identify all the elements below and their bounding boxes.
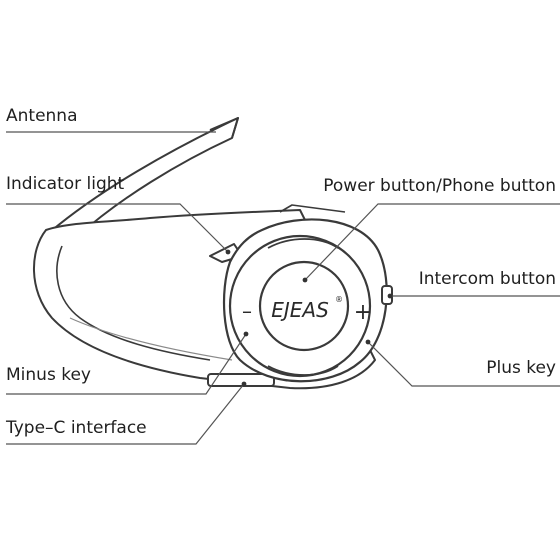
label-type-c-interface: Type–C interface bbox=[6, 418, 147, 438]
leader-power-button bbox=[304, 203, 560, 281]
brand-registered-mark: ® bbox=[335, 295, 343, 304]
control-dial bbox=[222, 218, 388, 383]
label-antenna: Antenna bbox=[6, 106, 78, 126]
type-c-port bbox=[207, 373, 275, 387]
label-plus-key: Plus key bbox=[486, 358, 556, 378]
label-intercom-button: Intercom button bbox=[418, 269, 556, 289]
plus-symbol: + bbox=[354, 300, 372, 325]
brand-logo: EJEAS bbox=[271, 298, 329, 322]
label-minus-key: Minus key bbox=[6, 365, 91, 385]
label-power-button: Power button/Phone button bbox=[323, 176, 556, 196]
minus-symbol: – bbox=[242, 299, 252, 323]
leader-lines bbox=[6, 131, 560, 445]
label-indicator-light: Indicator light bbox=[6, 174, 125, 194]
leader-dots bbox=[225, 249, 393, 387]
leader-type-c bbox=[6, 383, 245, 445]
antenna-shape bbox=[49, 117, 239, 237]
leader-minus-key bbox=[6, 333, 247, 395]
leader-indicator-light bbox=[6, 203, 229, 253]
leader-plus-key bbox=[367, 341, 560, 387]
